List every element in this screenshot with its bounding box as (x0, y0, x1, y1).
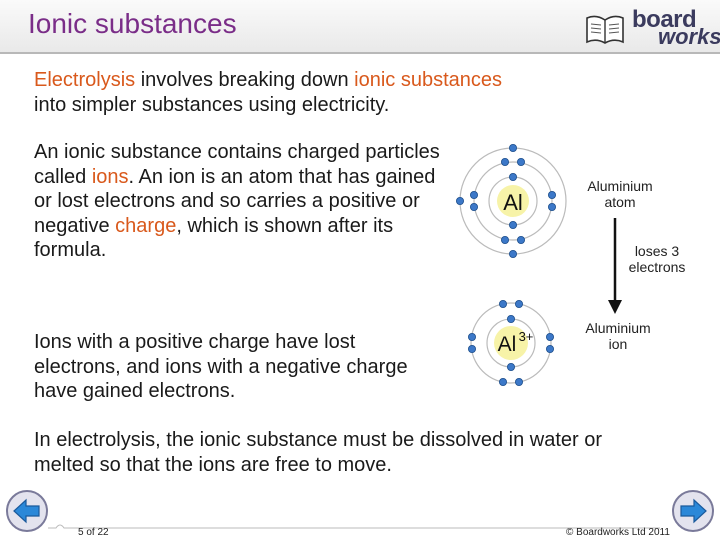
boardworks-logo: board works (584, 6, 720, 50)
electrolysis-paragraph: In electrolysis, the ionic substance mus… (34, 429, 603, 476)
forward-arrow-icon (680, 498, 707, 524)
previous-slide-button[interactable] (4, 488, 50, 534)
para1-text-2: . An ion is an atom that has gained or l… (34, 165, 436, 237)
ion-definition-paragraph: An ionic substance contains charged part… (34, 140, 444, 263)
page-number: 5 of 22 (78, 527, 109, 538)
arrow-label: loses 3 electrons (612, 243, 702, 275)
brand-board: board (632, 6, 697, 33)
keyword-electrolysis: Electrolysis (34, 69, 136, 91)
footer-line (48, 524, 660, 529)
para1-text-1: An ionic substance contains charged part… (34, 141, 440, 188)
ion-label: Aluminium ion (568, 320, 668, 352)
book-icon (586, 15, 624, 44)
keyword-charge: charge (115, 214, 177, 237)
back-arrow-icon (13, 498, 40, 524)
atom-label: Aluminium atom (570, 178, 670, 210)
aluminium-atom-diagram: Al (456, 144, 567, 259)
header-bar: Ionic substances board works (0, 0, 720, 54)
atom-label-line-2: atom (604, 194, 636, 210)
intro-text-1: involves breaking down (135, 69, 355, 91)
copyright: © Boardworks Ltd 2011 (566, 527, 670, 538)
page-title: Ionic substances (28, 8, 237, 39)
keyword-ions: ions (91, 165, 129, 188)
ion-charge-paragraph: Ions with a positive charge have lost el… (34, 331, 408, 402)
arrow-label-line-2: electrons (628, 259, 686, 275)
keyword-ionic-substances: ionic substances (354, 69, 503, 91)
atom-label-line-1: Aluminium (587, 178, 653, 194)
next-slide-button[interactable] (670, 488, 716, 534)
ion-label-line-1: Aluminium (585, 320, 651, 336)
brand-works: works (658, 24, 720, 49)
footer-bar (0, 506, 720, 540)
ion-symbol: Al (498, 333, 517, 356)
intro-text-2: into simpler substances using electricit… (34, 93, 390, 116)
intro-paragraph: Electrolysis involves breaking down ioni… (34, 68, 674, 117)
arrow-label-line-1: loses 3 (634, 243, 680, 259)
aluminium-ion-diagram: Al 3+ (468, 300, 555, 387)
ion-label-line-2: ion (608, 336, 628, 352)
ion-charge: 3+ (519, 329, 534, 344)
atom-symbol: Al (503, 190, 523, 215)
para1-text-3: , which is shown after its formula. (34, 214, 394, 262)
down-arrow-icon (608, 218, 622, 314)
